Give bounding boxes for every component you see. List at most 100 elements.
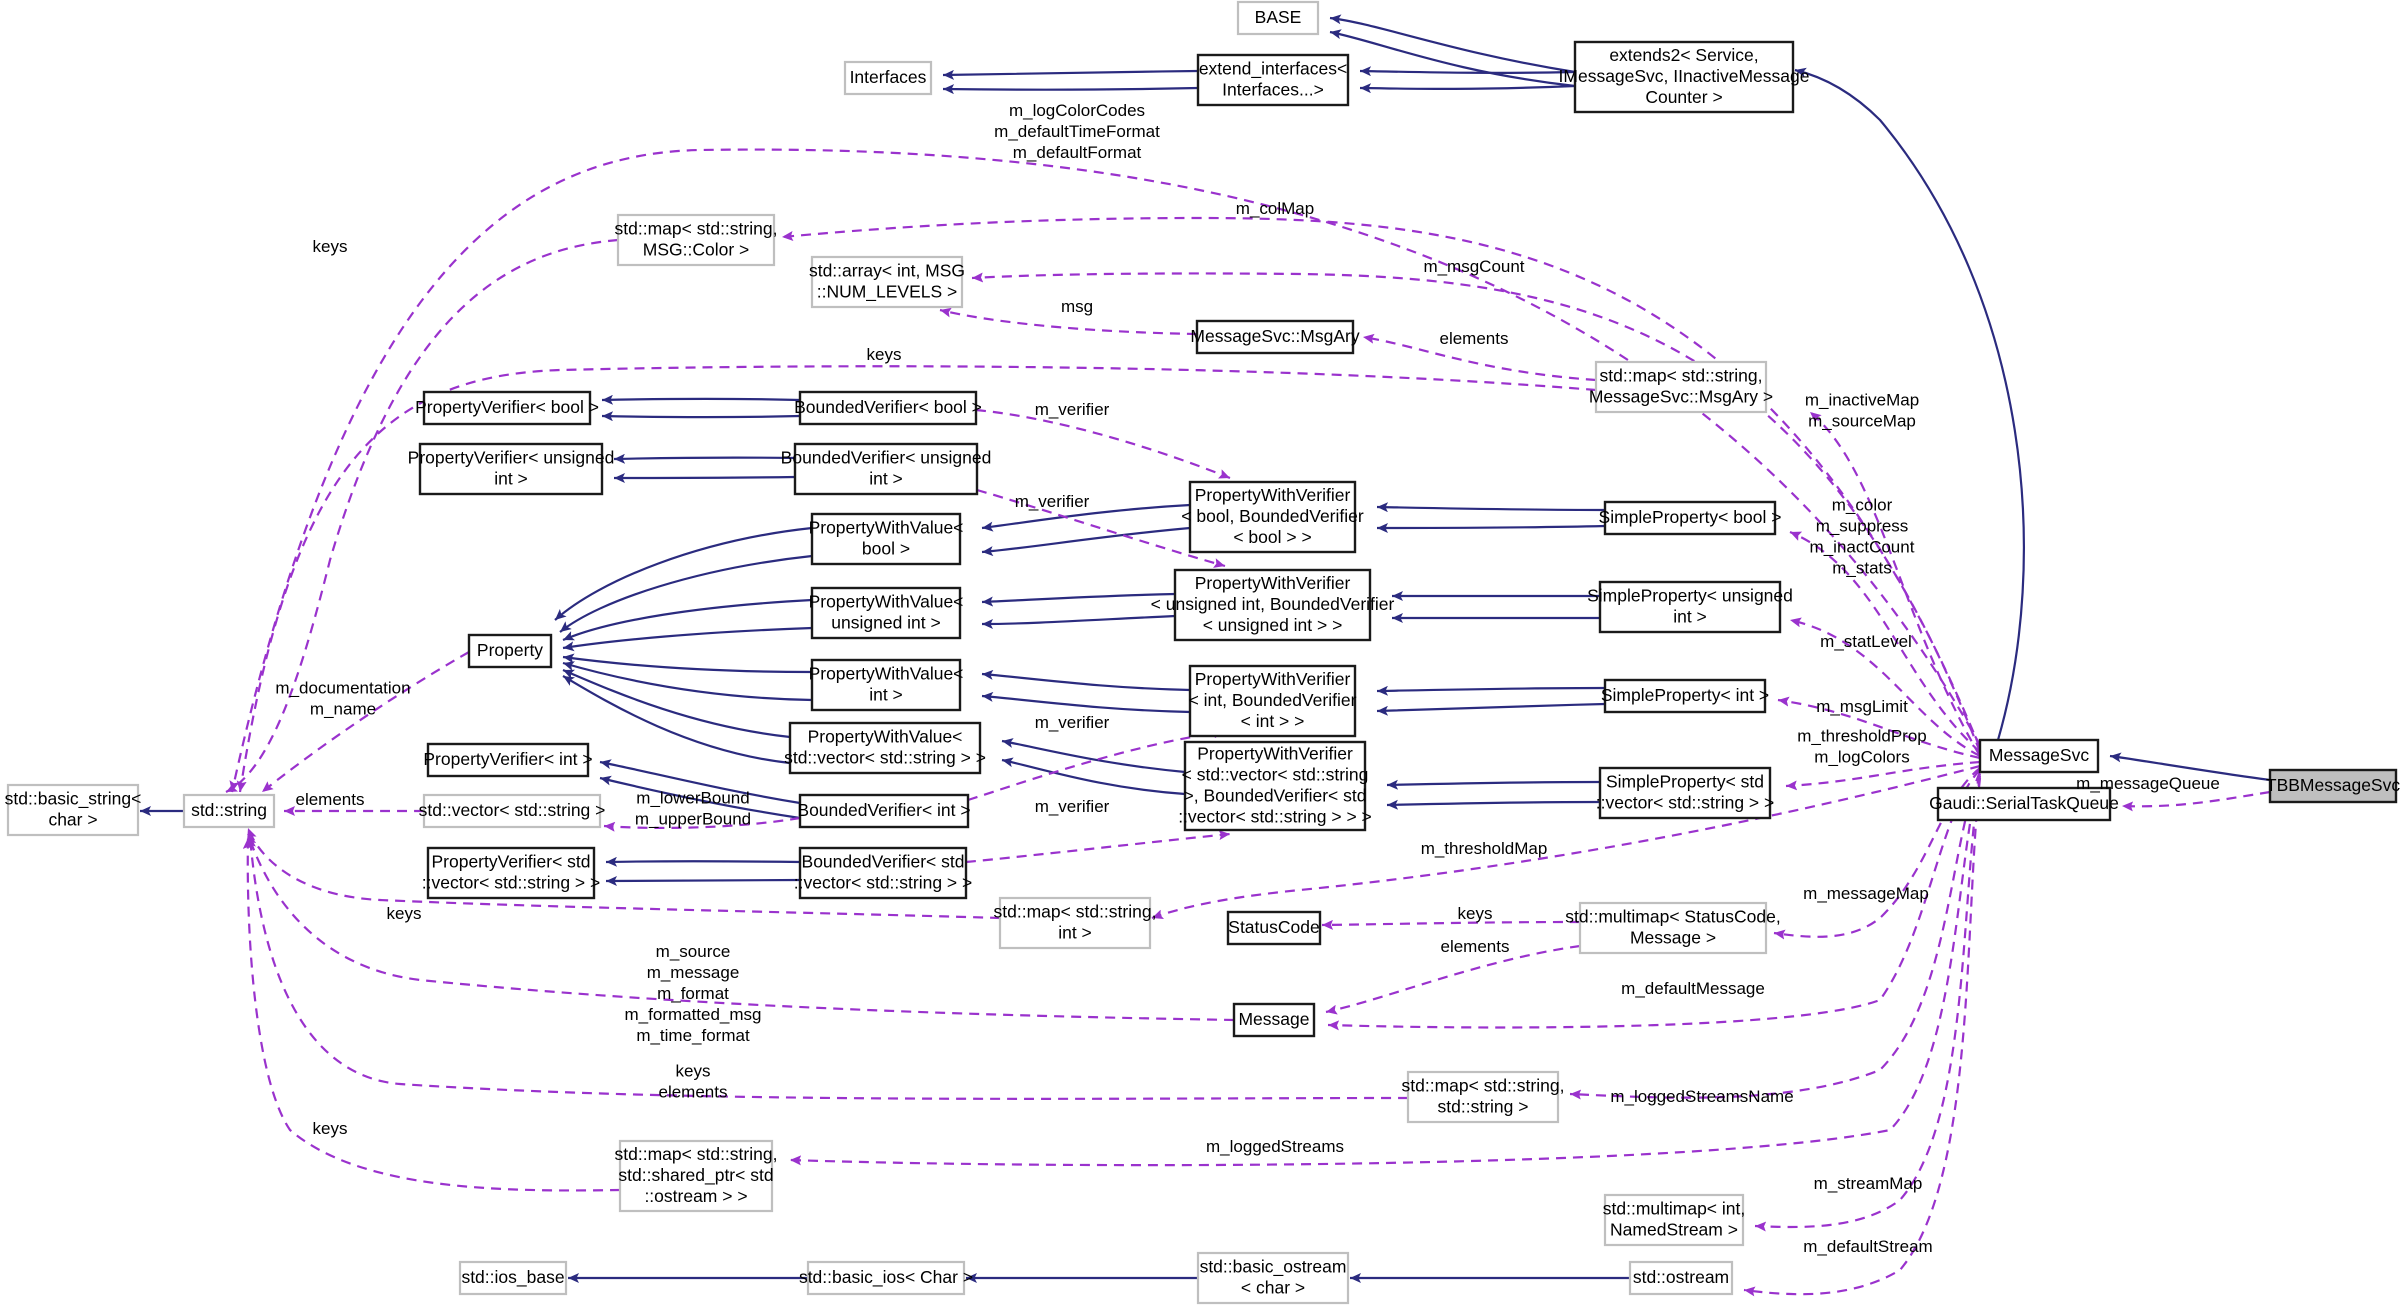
class-node-ios_base[interactable]: std::ios_base <box>458 1260 568 1296</box>
class-node-std_string[interactable]: std::string <box>182 793 276 829</box>
edge-label-lbl-colmap: m_colMap <box>1236 199 1314 218</box>
class-node-map_str_str[interactable]: std::map< std::string,std::string > <box>1402 1070 1565 1124</box>
class-node-base[interactable]: BASE <box>1236 0 1320 36</box>
node-box <box>618 1139 774 1213</box>
node-box <box>1598 580 1782 634</box>
node-box <box>1236 0 1320 36</box>
edge-label-lbl-thresholdmap: m_thresholdMap <box>1421 839 1548 858</box>
edge-label-lbl-msg: msg <box>1061 297 1093 316</box>
class-node-pwver_bool[interactable]: PropertyWithVerifier< bool, BoundedVerif… <box>1181 480 1364 554</box>
node-box <box>1598 766 1772 820</box>
class-node-pwver_vecstr[interactable]: PropertyWithVerifier< std::vector< std::… <box>1178 740 1372 832</box>
node-box <box>788 721 982 775</box>
node-label: TBBMessageSvc <box>2266 775 2400 795</box>
class-node-extends2[interactable]: extends2< Service,IMessageSvc, IInactive… <box>1559 40 1810 114</box>
class-node-map_msgary[interactable]: std::map< std::string,MessageSvc::MsgAry… <box>1589 360 1773 414</box>
class-node-pwv_vecstr[interactable]: PropertyWithValue<std::vector< std::stri… <box>784 721 986 775</box>
node-box <box>1183 740 1367 832</box>
node-box <box>422 793 602 829</box>
node-box <box>1232 1002 1316 1038</box>
class-node-multimap_sc[interactable]: std::multimap< StatusCode,Message > <box>1565 901 1781 955</box>
class-node-pwv_bool[interactable]: PropertyWithValue<bool > <box>809 512 964 566</box>
node-box <box>418 442 604 496</box>
class-node-property[interactable]: Property <box>467 633 553 669</box>
node-box <box>1628 1260 1734 1296</box>
node-label: PropertyWithVerifier< int, BoundedVerifi… <box>1189 669 1357 731</box>
node-box <box>1188 480 1357 554</box>
class-node-bv_int[interactable]: BoundedVerifier< int > <box>797 793 971 829</box>
node-box <box>1196 53 1350 107</box>
class-node-pwver_int[interactable]: PropertyWithVerifier< int, BoundedVerifi… <box>1189 664 1357 738</box>
class-node-array_numlevels[interactable]: std::array< int, MSG::NUM_LEVELS > <box>809 255 965 309</box>
class-node-basic_string[interactable]: std::basic_string<char > <box>5 783 142 837</box>
class-node-extend_ifaces[interactable]: extend_interfaces<Interfaces...> <box>1196 53 1350 107</box>
class-node-tbbmessagesvc[interactable]: TBBMessageSvc <box>2266 768 2400 804</box>
class-node-map_str_int[interactable]: std::map< std::string,int > <box>994 896 1157 950</box>
class-node-bv_bool[interactable]: BoundedVerifier< bool > <box>794 390 982 426</box>
class-node-sp_vecstr[interactable]: SimpleProperty< std::vector< std::string… <box>1596 766 1775 820</box>
node-box <box>1578 901 1768 955</box>
class-node-pwver_uint[interactable]: PropertyWithVerifier< unsigned int, Boun… <box>1151 568 1395 642</box>
node-label: extends2< Service,IMessageSvc, IInactive… <box>1559 45 1810 107</box>
node-box <box>1603 678 1767 714</box>
class-node-message[interactable]: Message <box>1232 1002 1316 1038</box>
class-node-interfaces[interactable]: Interfaces <box>843 60 933 96</box>
class-node-pwv_uint[interactable]: PropertyWithValue<unsigned int > <box>809 586 964 640</box>
class-node-multimap_named[interactable]: std::multimap< int,NamedStream > <box>1603 1193 1746 1247</box>
class-node-bv_vecstr[interactable]: BoundedVerifier< std::vector< std::strin… <box>794 846 973 900</box>
node-box <box>458 1260 568 1296</box>
class-node-sp_int[interactable]: SimpleProperty< int > <box>1601 678 1769 714</box>
class-node-pwv_int[interactable]: PropertyWithValue<int > <box>809 658 964 712</box>
class-node-msgary[interactable]: MessageSvc::MsgAry <box>1190 319 1360 355</box>
node-label: BoundedVerifier< int > <box>797 800 970 820</box>
node-box <box>1936 786 2112 822</box>
node-box <box>843 60 933 96</box>
node-label: MessageSvc::MsgAry <box>1190 326 1359 346</box>
class-node-vec_str[interactable]: std::vector< std::string > <box>419 793 606 829</box>
class-node-pv_int[interactable]: PropertyVerifier< int > <box>423 742 593 778</box>
node-label: PropertyVerifier< bool > <box>415 397 599 417</box>
class-node-basic_ios[interactable]: std::basic_ios< Char > <box>799 1260 973 1296</box>
node-box <box>1195 319 1355 355</box>
class-node-map_msgcolor[interactable]: std::map< std::string,MSG::Color > <box>615 213 778 267</box>
edge-label-lbl-elements-msgary: elements <box>1440 329 1509 348</box>
node-label: std::vector< std::string > <box>419 800 606 820</box>
node-label: std::map< std::string,int > <box>994 901 1157 942</box>
class-node-messagesvc[interactable]: MessageSvc <box>1978 738 2100 774</box>
node-box <box>810 658 962 712</box>
node-label: std::multimap< int,NamedStream > <box>1603 1198 1746 1239</box>
node-label: Interfaces <box>850 67 927 87</box>
edge-label-lbl-defaultstream: m_defaultStream <box>1803 1237 1932 1256</box>
class-node-statuscode[interactable]: StatusCode <box>1226 910 1322 946</box>
node-box <box>467 633 553 669</box>
class-node-pv_bool[interactable]: PropertyVerifier< bool > <box>415 390 599 426</box>
edge-label-lbl-messagequeue: m_messageQueue <box>2076 774 2220 793</box>
class-node-pv_vecstr[interactable]: PropertyVerifier< std::vector< std::stri… <box>422 846 601 900</box>
node-label: Property <box>477 640 543 660</box>
class-node-ostream[interactable]: std::ostream <box>1628 1260 1734 1296</box>
class-node-basic_ostream[interactable]: std::basic_ostream< char > <box>1196 1251 1350 1305</box>
node-box <box>426 846 596 900</box>
node-label: PropertyWithVerifier< unsigned int, Boun… <box>1151 573 1395 635</box>
class-node-map_ostream[interactable]: std::map< std::string,std::shared_ptr< s… <box>615 1139 778 1213</box>
node-label: std::map< std::string,std::shared_ptr< s… <box>615 1144 778 1206</box>
node-box <box>793 442 979 496</box>
node-label: std::basic_ios< Char > <box>799 1267 973 1288</box>
class-node-serialtaskqueue[interactable]: Gaudi::SerialTaskQueue <box>1929 786 2119 822</box>
edge-label-lbl-elements-sc: elements <box>1441 937 1510 956</box>
class-node-sp_bool[interactable]: SimpleProperty< bool > <box>1599 500 1782 536</box>
node-label: MessageSvc <box>1989 745 2089 765</box>
edge-label-lbl-loggedstreamsname: m_loggedStreamsName <box>1610 1087 1793 1106</box>
node-box <box>2268 768 2398 804</box>
node-label: std::ios_base <box>461 1267 564 1288</box>
node-label: std::map< std::string,MSG::Color > <box>615 218 778 259</box>
